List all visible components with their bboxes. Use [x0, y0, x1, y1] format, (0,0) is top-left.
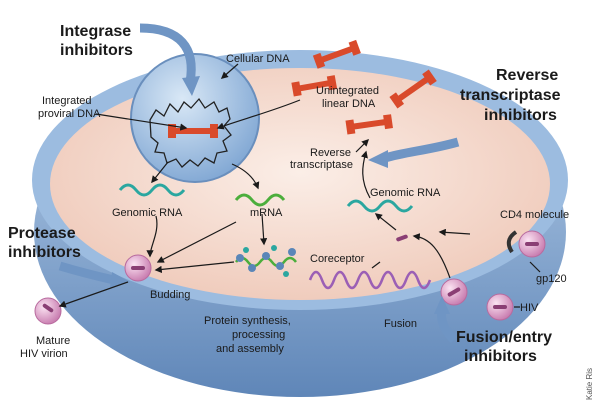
rt-inhibitors-label-2: transcriptase [460, 87, 561, 104]
linear-dna-piece [345, 114, 393, 135]
linear-dna-piece [312, 39, 361, 69]
genomic-rna-right-label: Genomic RNA [370, 187, 441, 199]
rt-inhibitor-arrow [383, 137, 460, 163]
protein-synthesis-cluster [235, 245, 297, 277]
unintegrated-linear-dna [291, 39, 437, 135]
arrow-fusion-to-core [412, 233, 451, 279]
arrow-cellular-dna [220, 63, 239, 79]
protease-inhibitor-arrow [58, 261, 115, 285]
arrow-mrna-to-protein [260, 213, 268, 246]
protein-synthesis-label-3: and assembly [216, 343, 284, 355]
unintegrated-label-2: linear DNA [322, 98, 376, 110]
protein-synthesis-label-2: processing [232, 329, 285, 341]
gp120-label: gp120 [536, 273, 567, 285]
hiv-particle [486, 293, 514, 321]
integrase-inhibitors-label-1: Integrase [60, 23, 131, 40]
reverse-transcriptase-label-2: transcriptase [290, 159, 353, 171]
line-gp120 [529, 261, 541, 273]
mature-virion-label-2: HIV virion [20, 348, 68, 360]
integrase-inhibitor-arrow [139, 23, 196, 83]
arrow-rt [355, 138, 370, 153]
hiv-label: HIV [520, 302, 539, 314]
mrna-strand [234, 193, 286, 207]
arrow-mrna-to-budding [156, 221, 237, 263]
nucleus [130, 53, 260, 183]
genomic-rna-right [346, 199, 414, 213]
fusing-virion [440, 278, 468, 306]
cellular-dna-label: Cellular DNA [226, 53, 290, 65]
protease-inhibitors-label-1: Protease [8, 225, 76, 242]
mrna-label: mRNA [250, 207, 283, 219]
reverse-transcriptase-label-1: Reverse [310, 147, 351, 159]
genomic-rna-left [118, 183, 186, 197]
integrase-inhibitors-label-2: inhibitors [60, 42, 133, 59]
rt-inhibitors-label-1: Reverse [496, 67, 558, 84]
linear-dna-piece [389, 69, 437, 109]
fusion-inhibitors-label-2: inhibitors [464, 348, 537, 365]
cd4-label: CD4 molecule [500, 209, 569, 221]
arrow-cd4-to-core [438, 228, 471, 236]
arrow-core-to-rna [374, 213, 397, 231]
arrow-integrated [95, 113, 188, 131]
artist-credit: Katie Ris [585, 368, 594, 400]
line-coreceptor [371, 261, 381, 269]
fusion-inhibitors-label-1: Fusion/entry [456, 329, 552, 346]
arrow-protein-to-budding [154, 261, 235, 273]
mature-virion-label-1: Mature [36, 335, 70, 347]
arrow-to-mrna [231, 163, 260, 190]
arrow-rna-to-budding [146, 215, 158, 258]
arrow-linear-to-integrated [216, 99, 301, 130]
arrow-budding-to-mature [58, 281, 129, 308]
integrated-label-1: Integrated [42, 95, 92, 107]
budding-label: Budding [150, 289, 190, 301]
coreceptor-label: Coreceptor [310, 253, 365, 265]
viral-core-fragment [396, 234, 408, 242]
cellular-dna-strand [149, 97, 232, 168]
mature-hiv-virion [34, 297, 62, 325]
unintegrated-label-1: Unintegrated [316, 85, 379, 97]
integrated-label-2: proviral DNA [38, 108, 101, 120]
cd4-receptor [506, 230, 518, 254]
protease-inhibitors-label-2: inhibitors [8, 244, 81, 261]
cd4-virion [506, 230, 546, 258]
arrow-rna-to-dna [360, 150, 371, 199]
protein-synthesis-label-1: Protein synthesis, [204, 315, 291, 327]
fusion-label: Fusion [384, 318, 417, 330]
rt-inhibitors-label-3: inhibitors [484, 107, 557, 124]
genomic-rna-left-label: Genomic RNA [112, 207, 183, 219]
integrated-proviral-dna [168, 124, 218, 138]
arrow-to-genomic-rna [151, 161, 169, 184]
budding-virion [124, 254, 152, 282]
linear-dna-piece [291, 75, 338, 97]
coreceptor-helix [308, 270, 432, 290]
process-arrows [58, 63, 541, 308]
